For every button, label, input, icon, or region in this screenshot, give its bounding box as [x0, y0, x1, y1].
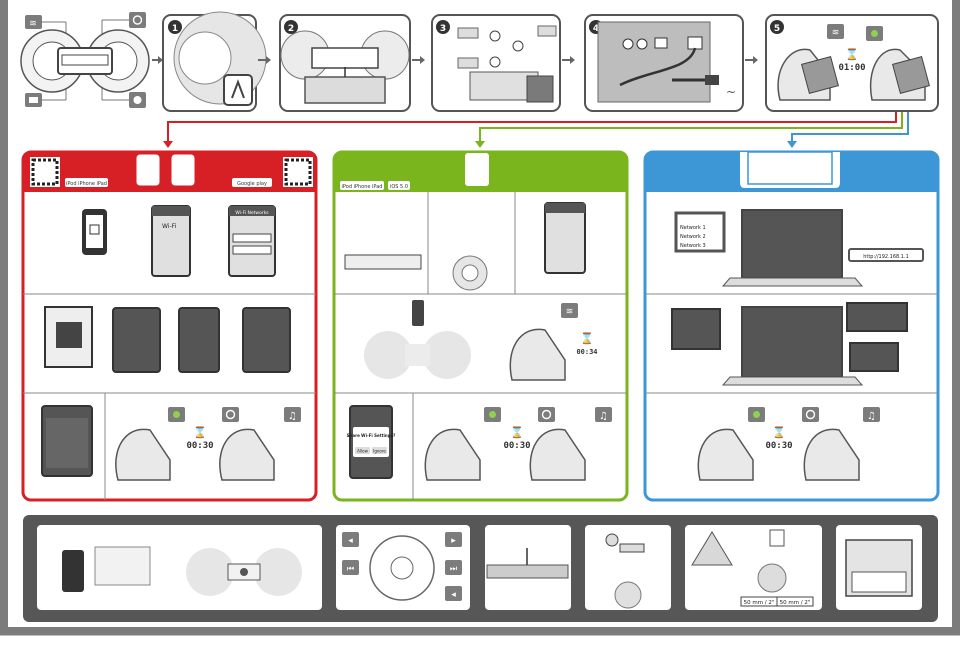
- next-icon: ⏭: [450, 564, 457, 573]
- ac-symbol: ~: [726, 85, 736, 99]
- network-item-3[interactable]: Network 3: [680, 243, 706, 249]
- play-pause-button[interactable]: [445, 532, 462, 547]
- pc-timer: 00:30: [765, 441, 792, 451]
- step-arrow: [152, 56, 163, 64]
- volume-down-button[interactable]: [342, 532, 359, 547]
- step-2-number: 2: [288, 24, 294, 34]
- step-3-badge: [436, 20, 450, 34]
- wifi-icon: ≋: [832, 28, 840, 38]
- phone-screen-2-title: Wi-Fi Networks: [235, 210, 269, 216]
- apple-setup-panel: iPod iPhone iPad iOS 5.0 ≋ ⌛ 00:34 Share…: [332, 150, 629, 502]
- step-4-panel: 4 ~: [584, 14, 744, 112]
- hourglass-icon: ⌛: [510, 426, 524, 439]
- wifi-icon: ≋: [29, 19, 37, 29]
- gear-icon: [133, 96, 142, 104]
- network-item-2[interactable]: Network 2: [680, 234, 706, 240]
- hourglass-icon: ⌛: [845, 48, 859, 61]
- connector-blue: [787, 112, 909, 148]
- wifi-icon-box: [25, 15, 42, 29]
- apple-timer-1: 00:34: [576, 348, 597, 356]
- ios-badge: iOS 5.0: [390, 184, 408, 190]
- phone-screen-1-title: Wi-Fi: [162, 223, 177, 230]
- dialog-allow-label: Allow: [357, 449, 368, 454]
- step-4-number: 4: [593, 24, 599, 34]
- step-1-panel: 1: [162, 11, 267, 112]
- overview-speaker-figure: ≋: [20, 12, 150, 108]
- bottom-margin: [0, 635, 960, 671]
- music-note-icon: ♫: [599, 411, 608, 422]
- network-item-1[interactable]: Network 1: [680, 225, 706, 231]
- android-app-badge: Google play: [237, 181, 267, 187]
- apple-timer-2: 00:30: [503, 441, 530, 451]
- dialog-ignore-button[interactable]: [372, 447, 387, 454]
- step-arrow: [258, 56, 271, 64]
- step-1-number: 1: [172, 24, 178, 34]
- play-pause-icon: ▸: [451, 536, 456, 546]
- battery-icon: [29, 97, 38, 103]
- power-icon-box: [129, 12, 146, 28]
- android-timer: 00:30: [186, 441, 213, 451]
- step-5-panel: 5 ≋ ⌛ 01:00: [765, 14, 939, 112]
- step-5-timer: 01:00: [838, 63, 865, 73]
- step-arrow: [562, 56, 575, 64]
- step-2-badge: [284, 20, 298, 34]
- music-note-icon: ♫: [867, 411, 876, 422]
- dialog-allow-button[interactable]: [355, 447, 370, 454]
- wifi-icon: ≋: [566, 307, 574, 317]
- previous-icon: ⏮: [347, 564, 354, 573]
- hourglass-icon: ⌛: [772, 426, 786, 439]
- dialog-ignore-label: Ignore: [373, 449, 386, 454]
- step-arrow: [412, 56, 425, 64]
- android-setup-panel: iPod iPhone iPad Google play Wi-Fi Wi-Fi…: [21, 150, 318, 502]
- volume-up-button[interactable]: [445, 586, 462, 601]
- connector-red: [163, 112, 897, 148]
- clearance-right-label: 50 mm / 2": [780, 600, 811, 606]
- pc-setup-panel: Network 1 Network 2 Network 3 http://192…: [643, 150, 940, 502]
- router-address: http://192.168.1.1: [863, 254, 909, 260]
- usage-strip: ◂ ▸ ⏮ ⏭ ◂ 50 mm / 2" 50 mm / 2": [23, 515, 938, 622]
- previous-button[interactable]: [342, 560, 359, 575]
- step-3-panel: 3: [431, 14, 561, 112]
- step-2-panel: 2: [279, 14, 411, 112]
- status-led-green: [871, 30, 878, 37]
- share-wifi-dialog-title: Share Wi-Fi Settings?: [347, 433, 396, 438]
- step-5-number: 5: [774, 24, 780, 34]
- connector-green: [475, 112, 903, 148]
- step-5-badge: [770, 20, 784, 34]
- next-button[interactable]: [445, 560, 462, 575]
- android-store-badges: iPod iPhone iPad: [66, 181, 107, 187]
- music-note-icon: ♫: [288, 411, 297, 422]
- sun-icon: [132, 15, 143, 25]
- clearance-left-label: 50 mm / 2": [744, 600, 775, 606]
- step-3-number: 3: [440, 24, 446, 34]
- step-1-badge: [168, 20, 182, 34]
- volume-up-icon: ◂: [451, 590, 456, 600]
- volume-icon: ◂: [348, 536, 353, 546]
- step-arrow: [745, 56, 758, 64]
- hourglass-icon: ⌛: [193, 426, 207, 439]
- hourglass-icon: ⌛: [580, 332, 594, 345]
- apple-store-badges: iPod iPhone iPad: [342, 184, 383, 190]
